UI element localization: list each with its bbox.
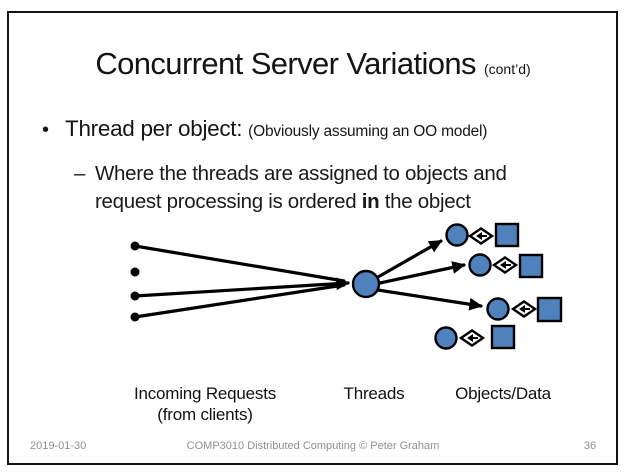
footer-course-credit: COMP3010 Distributed Computing © Peter G… [186,440,440,452]
object-node [434,326,458,350]
thread-arrow [376,288,483,311]
slide-title-main: Concurrent Server Variations [95,46,476,81]
slide-title: Concurrent Server Variations (cont’d) [7,46,619,82]
object-node [486,297,510,321]
sub-bullet-line1: Where the threads are assigned to object… [95,162,507,185]
bullet-thread-per-object: • Thread per object: (Obviously assuming … [42,116,602,142]
request-line [133,244,346,283]
bullet-marker: • [42,119,49,141]
sub-bullet-line2-bold: in [361,189,380,213]
object-node [445,223,469,247]
slide-page-number: 36 [583,440,597,452]
thread-arrow [376,239,443,279]
data-node [518,253,544,279]
request-line [133,277,350,298]
sub-bullet-line2-post: the object [379,189,471,213]
label-threads: Threads [343,384,405,403]
sub-bullet: – Where the threads are assigned to obje… [74,160,574,215]
object-group-2 [468,253,544,279]
data-node [490,324,516,350]
thread-node [351,269,381,299]
data-node [494,222,520,248]
object-group-4 [434,324,516,350]
queue-arrow-icon [476,232,482,240]
label-objects-data: Objects/Data [455,384,551,403]
object-group-1 [445,222,520,248]
label-incoming-line2: (from clients) [157,405,253,424]
queue-arrow-icon [500,261,506,269]
data-node [536,296,563,323]
sub-bullet-text: Where the threads are assigned to object… [95,160,507,215]
bullet-note: (Obviously assuming an OO model) [248,123,488,140]
request-line [133,283,346,319]
slide-title-suffix: (cont’d) [483,61,531,77]
sub-bullet-line2-pre: request processing is ordered [95,189,362,213]
queue-arrow-icon [519,305,525,313]
label-incoming-requests: Incoming Requests (from clients) [110,383,300,425]
sub-bullet-marker: – [74,162,86,185]
queue-arrow-icon [467,334,473,342]
label-incoming-line1: Incoming Requests [133,384,277,403]
object-node [468,253,492,277]
object-group-3 [486,296,563,323]
footer-date: 2019-01-30 [30,440,87,452]
bullet-text: Thread per object: [65,116,249,141]
thread-arrow [378,261,466,285]
request-dot [130,267,140,277]
